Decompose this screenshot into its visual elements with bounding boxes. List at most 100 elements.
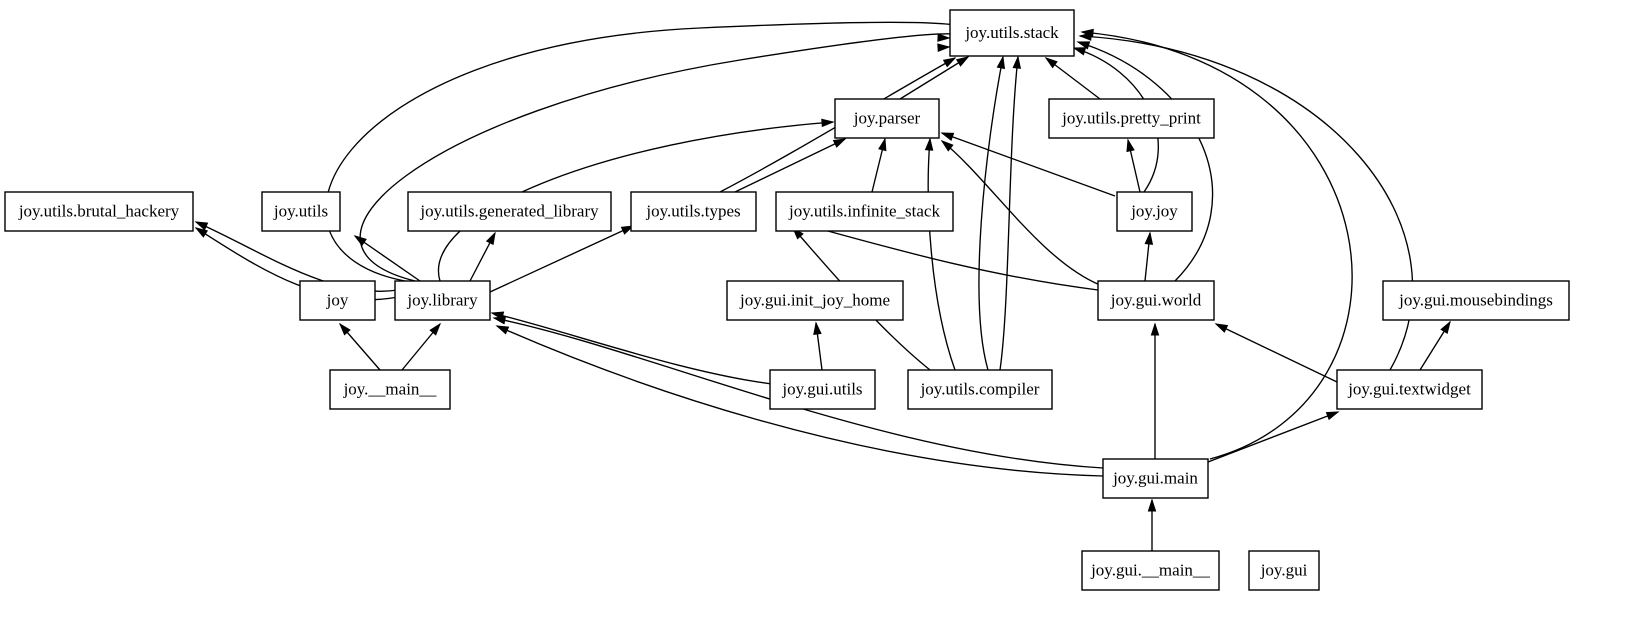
node-box[interactable]	[726, 280, 904, 321]
edge-joy_joy-to-parser	[941, 132, 1116, 197]
arrowhead-icon	[832, 138, 847, 148]
node-label: joy.gui.init_joy_home	[739, 290, 890, 309]
arrowhead-icon	[1144, 231, 1154, 245]
edge-library-to-parser	[437, 121, 834, 282]
node-box[interactable]	[1382, 280, 1570, 321]
node-utils_generated[interactable]: joy.utils.generated_library	[407, 191, 612, 232]
node-gui_main[interactable]: joy.gui.main	[1102, 458, 1209, 499]
arrowhead-icon	[940, 132, 955, 141]
node-label: joy.utils.compiler	[920, 379, 1040, 398]
node-box[interactable]	[834, 98, 940, 139]
node-gui_dunder_main[interactable]: joy.gui.__main__	[1081, 550, 1220, 591]
node-label: joy	[326, 290, 349, 309]
node-box[interactable]	[1336, 369, 1483, 410]
node-gui[interactable]: joy.gui	[1248, 550, 1320, 591]
arrowhead-icon	[1325, 411, 1340, 421]
node-box[interactable]	[1048, 98, 1215, 139]
edge-parser-to-utils_stack	[899, 56, 969, 100]
node-box[interactable]	[1248, 550, 1320, 591]
node-label: joy.utils.types	[645, 201, 740, 220]
node-joy_main[interactable]: joy.__main__	[329, 369, 451, 410]
arrowhead-icon	[492, 316, 507, 325]
node-label: joy.gui.mousebindings	[1398, 290, 1553, 309]
node-box[interactable]	[299, 280, 376, 321]
node-label: joy.gui.utils	[781, 379, 862, 398]
node-gui_init_joy_home[interactable]: joy.gui.init_joy_home	[726, 280, 904, 321]
arrowhead-icon	[1150, 322, 1160, 336]
arrowhead-icon	[821, 118, 835, 128]
arrowhead-icon	[1126, 138, 1135, 153]
edge-utils_compiler-to-utils_stack	[978, 56, 1004, 371]
arrowhead-icon	[1012, 55, 1022, 69]
node-utils_pretty_print[interactable]: joy.utils.pretty_print	[1048, 98, 1215, 139]
node-library[interactable]: joy.library	[394, 280, 491, 321]
node-parser[interactable]: joy.parser	[834, 98, 940, 139]
arrowhead-icon	[338, 322, 351, 336]
node-gui_textwidget[interactable]: joy.gui.textwidget	[1336, 369, 1483, 410]
node-label: joy.gui.__main__	[1090, 560, 1210, 579]
node-box[interactable]	[329, 369, 451, 410]
arrowhead-icon	[620, 225, 635, 235]
arrowhead-icon	[878, 137, 887, 152]
node-layer: joy.utils.stack joy.parser joy.utils.prett…	[4, 9, 1570, 591]
node-box[interactable]	[775, 191, 954, 232]
node-utils_compiler[interactable]: joy.utils.compiler	[907, 369, 1053, 410]
node-label: joy.library	[406, 290, 478, 309]
node-box[interactable]	[907, 369, 1053, 410]
edge-utils_compiler-to-utils_stack	[999, 56, 1019, 371]
arrowhead-icon	[1214, 323, 1229, 333]
node-box[interactable]	[1116, 191, 1193, 232]
node-box[interactable]	[949, 9, 1075, 57]
node-label: joy.joy	[1130, 201, 1178, 220]
node-label: joy.gui.main	[1112, 468, 1198, 487]
arrowhead-icon	[942, 57, 957, 68]
node-box[interactable]	[1081, 550, 1220, 591]
arrowhead-icon	[353, 235, 367, 247]
edge-gui_world-to-parser	[941, 140, 1101, 286]
node-label: joy.utils.stack	[964, 23, 1059, 42]
arrowhead-icon	[924, 137, 934, 151]
node-box[interactable]	[1102, 458, 1209, 499]
arrowhead-icon	[937, 43, 951, 52]
arrowhead-icon	[955, 56, 970, 67]
edge-gui_main-to-utils_stack	[1081, 31, 1353, 460]
edge-gui_main-to-gui_textwidget	[1207, 411, 1339, 463]
node-label: joy.gui.textwidget	[1347, 379, 1471, 398]
node-label: joy.utils.pretty_print	[1061, 108, 1201, 127]
edge-gui_textwidget-to-gui_world	[1215, 323, 1338, 383]
node-utils_stack[interactable]: joy.utils.stack	[949, 9, 1075, 57]
node-utils_types[interactable]: joy.utils.types	[630, 191, 757, 232]
node-label: joy.gui.world	[1110, 290, 1202, 309]
edge-gui_world-to-utils_types	[794, 221, 1099, 291]
node-gui_world[interactable]: joy.gui.world	[1097, 280, 1215, 321]
node-box[interactable]	[4, 191, 194, 232]
edge-gui_main-to-library	[496, 325, 1104, 477]
edge-gui_world-to-utils_stack	[1077, 41, 1214, 282]
node-label: joy.__main__	[343, 379, 437, 398]
node-utils[interactable]: joy.utils	[261, 191, 341, 232]
node-box[interactable]	[394, 280, 491, 321]
node-box[interactable]	[630, 191, 757, 232]
node-label: joy.parser	[853, 108, 921, 127]
node-utils_brutal[interactable]: joy.utils.brutal_hackery	[4, 191, 194, 232]
arrowhead-icon	[495, 325, 510, 335]
edge-utils_types-to-parser	[734, 138, 846, 193]
arrowhead-icon	[1072, 47, 1087, 56]
node-box[interactable]	[1097, 280, 1215, 321]
arrowhead-icon	[1080, 28, 1094, 38]
node-box[interactable]	[769, 369, 876, 410]
node-joy[interactable]: joy	[299, 280, 376, 321]
node-label: joy.utils.brutal_hackery	[18, 201, 180, 220]
arrowhead-icon	[940, 139, 954, 152]
edge-gui_utils-to-library	[491, 312, 773, 385]
node-box[interactable]	[261, 191, 341, 232]
node-joy_joy[interactable]: joy.joy	[1116, 191, 1193, 232]
node-gui_mousebindings[interactable]: joy.gui.mousebindings	[1382, 280, 1570, 321]
arrowhead-icon	[429, 322, 442, 336]
node-gui_utils[interactable]: joy.gui.utils	[769, 369, 876, 410]
edge-utils_compiler-to-parser	[927, 138, 956, 371]
node-utils_infinite[interactable]: joy.utils.infinite_stack	[775, 191, 954, 232]
node-box[interactable]	[407, 191, 612, 232]
node-label: joy.utils.infinite_stack	[788, 201, 940, 220]
